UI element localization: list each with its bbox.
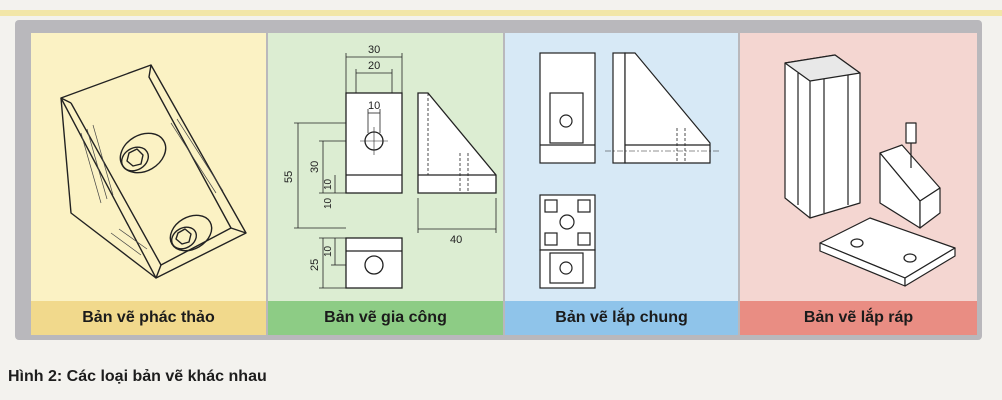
ga-side-view <box>612 52 626 164</box>
dim-10-left: 10 <box>323 178 334 190</box>
dim-30-left: 30 <box>309 161 321 173</box>
panel-assembly-label: Bản vẽ lắp ráp <box>740 301 977 335</box>
assembly-base-plate <box>819 217 956 279</box>
sketch-drawing <box>60 64 247 279</box>
sketch-bracket-face <box>60 64 247 279</box>
panel-general-assembly-label: Bản vẽ lắp chung <box>505 301 738 335</box>
figure-caption: Hình 2: Các loại bản vẽ khác nhau <box>8 368 267 385</box>
machining-side-view <box>417 92 497 194</box>
panel-machining: 30 20 10 55 30 10 40 10 25 10 Bản vẽ gia… <box>268 33 503 335</box>
panel-sketch-label: Bản vẽ phác thảo <box>31 301 266 335</box>
figure-frame: Bản vẽ phác thảo <box>15 20 982 340</box>
dim-10-bottom: 10 <box>323 245 334 257</box>
panel-sketch: Bản vẽ phác thảo <box>31 33 266 335</box>
assembly-drawing <box>784 54 956 287</box>
panel-general-assembly: Bản vẽ lắp chung <box>505 33 738 335</box>
dim-10-low: 10 <box>323 197 334 209</box>
sketch-bolt-upper <box>119 132 167 174</box>
dim-40: 40 <box>450 234 462 246</box>
dim-55: 55 <box>283 171 295 183</box>
machining-drawing: 30 20 10 55 30 10 40 10 25 10 <box>283 44 497 289</box>
sketch-bracket-side <box>60 97 157 279</box>
dim-10-top: 10 <box>368 100 380 112</box>
dim-30-top: 30 <box>368 44 380 56</box>
page-top-strip <box>0 10 1002 16</box>
dim-25: 25 <box>309 259 321 271</box>
panel-machining-label: Bản vẽ gia công <box>268 301 503 335</box>
general-assembly-drawing <box>539 52 720 289</box>
dim-20: 20 <box>368 60 380 72</box>
panel-assembly: Bản vẽ lắp ráp <box>740 33 977 335</box>
assembly-screw <box>905 122 917 144</box>
